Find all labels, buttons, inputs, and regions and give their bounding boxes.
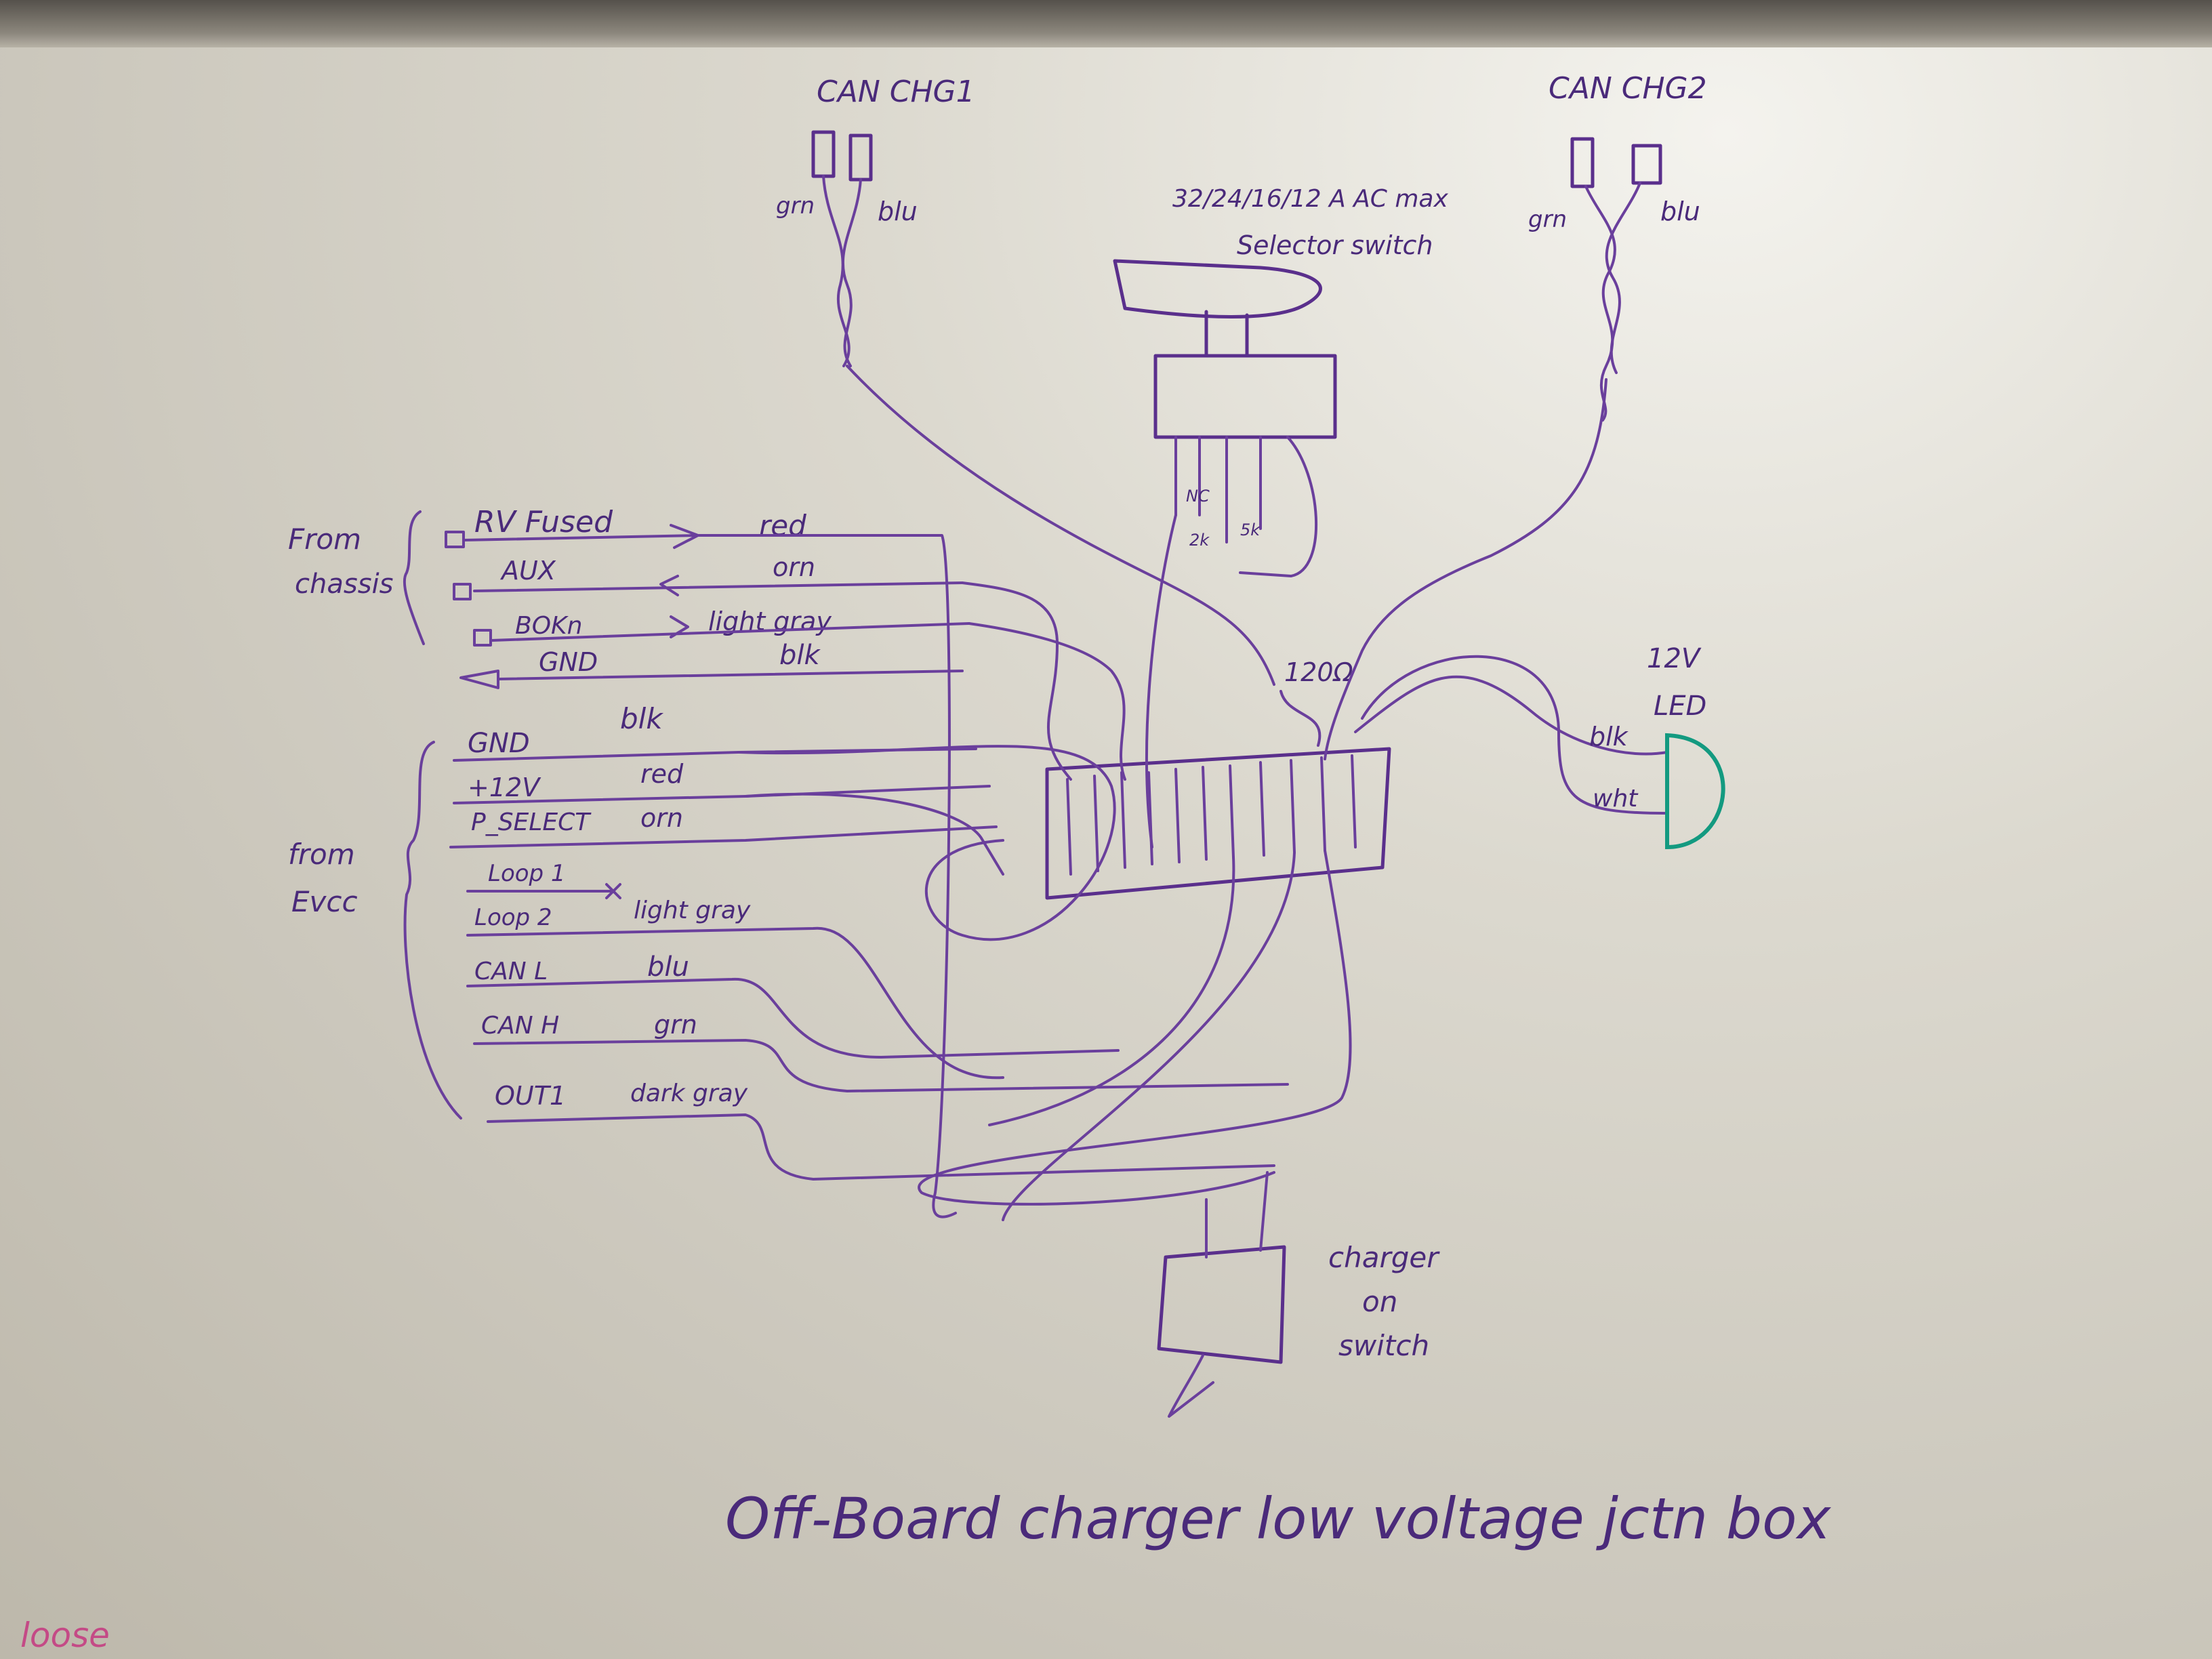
evcc-row-6-name: CAN L [474, 958, 548, 985]
selector-line1: 32/24/16/12 A AC max [1172, 185, 1448, 213]
evcc-row-6-color: blu [647, 951, 689, 983]
charger-on-switch: charger on switch [1157, 1171, 1440, 1418]
chassis-group: From chassis RV Fused red AUX orn BOKn l… [288, 505, 970, 689]
chassis-row-4-name: GND [539, 647, 598, 677]
chassis-row-1-color: red [759, 509, 806, 542]
board-title: Off-Board charger low voltage jctn box [725, 1486, 1832, 1552]
selector-r1: 2k [1189, 531, 1210, 550]
can-chg1-blu-label: blu [878, 197, 918, 226]
evcc-row-8-color: dark gray [630, 1080, 748, 1107]
selector-nc: NC [1186, 487, 1210, 506]
charger-label-1: charger [1328, 1241, 1440, 1274]
chassis-row-3-name: BOKn [515, 612, 582, 640]
evcc-row-5-name: Loop 2 [474, 904, 552, 931]
evcc-row-1-name: GND [468, 728, 530, 759]
evcc-row-3-name: P_SELECT [471, 808, 592, 836]
evcc-group: from Evcc GND blk +12V red P_SELECT orn … [288, 702, 1289, 1181]
evcc-row-7-name: CAN H [481, 1012, 559, 1040]
chassis-row-2-name: AUX [499, 556, 556, 586]
charger-label-2: on [1362, 1285, 1397, 1318]
evcc-row-2-color: red [640, 759, 684, 789]
can-chg1-grn-label: grn [776, 192, 815, 220]
can-chg2-title: CAN CHG2 [1549, 71, 1707, 106]
led-label-1: 12V [1647, 643, 1702, 674]
resistor-label: 120Ω [1284, 657, 1353, 687]
led-wire-2-label: wht [1593, 785, 1639, 813]
led-12v: 12V LED blk wht [1589, 643, 1725, 850]
selector-line2: Selector switch [1237, 230, 1433, 260]
evcc-row-4-name: Loop 1 [488, 860, 566, 887]
selector-switch: 32/24/16/12 A AC max Selector switch NC … [1113, 185, 1448, 577]
chassis-label-2: chassis [295, 569, 394, 600]
evcc-label-2: Evcc [291, 885, 358, 918]
chassis-row-4-color: blk [779, 640, 821, 671]
can-chg1-title: CAN CHG1 [817, 75, 975, 109]
can-chg2-blu-label: blu [1660, 197, 1700, 226]
resistor-120-ohm [1279, 690, 1322, 747]
chassis-label-1: From [288, 523, 361, 556]
evcc-label-1: from [288, 838, 355, 871]
selector-r2: 5k [1240, 520, 1261, 539]
evcc-row-1-color: blk [620, 702, 663, 735]
can-chg1-connector: CAN CHG1 grn blu [776, 75, 975, 367]
can-chg2-grn-label: grn [1528, 206, 1567, 233]
charger-label-3: switch [1338, 1329, 1429, 1362]
led-wire-1-label: blk [1589, 722, 1629, 752]
evcc-row-3-color: orn [640, 803, 683, 833]
whiteboard-frame [0, 0, 2212, 47]
routing-wires [697, 365, 1668, 1221]
evcc-row-5-color: light gray [634, 897, 751, 924]
evcc-row-2-name: +12V [468, 773, 541, 802]
chassis-row-2-color: orn [773, 552, 815, 582]
terminal-block [1045, 747, 1391, 900]
evcc-row-8-name: OUT1 [495, 1081, 566, 1111]
led-label-2: LED [1654, 691, 1706, 722]
evcc-row-7-color: grn [654, 1010, 697, 1040]
chassis-row-1-name: RV Fused [474, 505, 613, 539]
can-chg2-connector: CAN CHG2 grn blu [1528, 71, 1707, 422]
corner-note: loose [20, 1616, 110, 1655]
